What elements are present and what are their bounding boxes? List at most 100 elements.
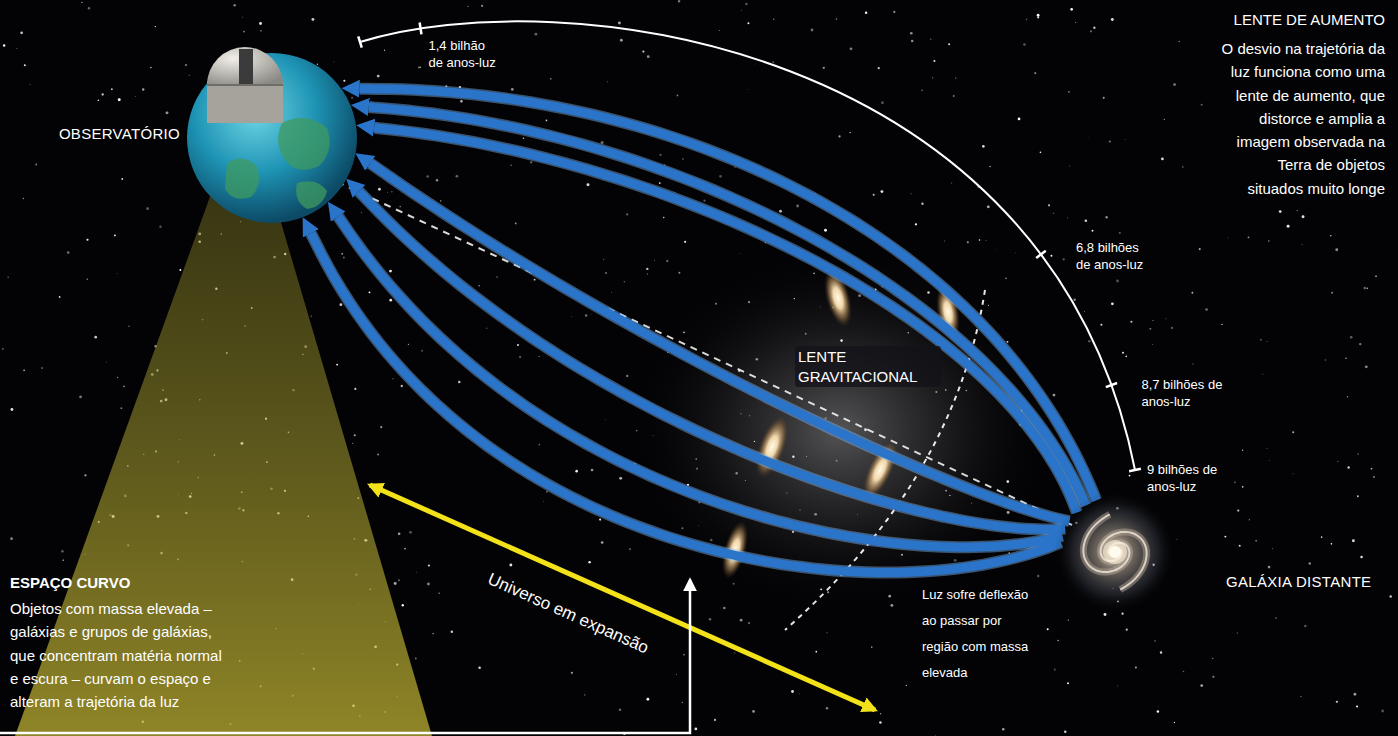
label-holder: LENTE GRAVITACIONAL (795, 346, 941, 387)
dome-base (207, 81, 283, 123)
star (1309, 562, 1312, 565)
star (517, 344, 519, 346)
star (20, 31, 23, 34)
star (509, 564, 512, 567)
star (24, 64, 26, 66)
label-holder: LENTE DE AUMENTO (1185, 10, 1385, 30)
distance-label: 6,8 bilhões de anos-luz (1076, 240, 1148, 274)
star (933, 60, 935, 62)
label-holder: O desvio na trajetória da luz funciona c… (1221, 37, 1385, 200)
callout-heading: ESPAÇO CURVO (10, 573, 270, 593)
star (233, 4, 235, 6)
axis-label: Universo em expansão (484, 569, 651, 658)
star (426, 175, 429, 178)
star (1002, 728, 1005, 731)
star (601, 141, 604, 144)
star (1330, 235, 1331, 236)
star (982, 145, 985, 148)
star (1171, 327, 1173, 329)
star (3, 44, 5, 46)
star (1085, 219, 1088, 222)
star (647, 55, 650, 58)
star (979, 239, 980, 240)
star (571, 316, 573, 318)
star (63, 560, 64, 561)
star (185, 64, 187, 66)
star (1116, 280, 1119, 283)
star (86, 278, 88, 280)
callout-body: O desvio na trajetória da luz funciona c… (1221, 37, 1385, 200)
arrow-rim (338, 217, 1062, 548)
star (773, 18, 775, 20)
star (1070, 8, 1073, 11)
star (61, 550, 64, 553)
star (1182, 166, 1183, 167)
star (989, 166, 990, 167)
star (824, 229, 827, 232)
star (714, 719, 716, 721)
star (584, 694, 586, 696)
node-label: GALÁXIA DISTANTE (1226, 573, 1398, 590)
star (29, 84, 30, 85)
star (468, 6, 469, 7)
star (823, 67, 825, 69)
star (1100, 324, 1102, 326)
star (932, 77, 933, 78)
star (128, 326, 129, 327)
star (607, 81, 608, 82)
star (1260, 339, 1262, 341)
label-holder: Universo em expansão (568, 614, 742, 634)
star (511, 88, 514, 91)
star (339, 303, 342, 306)
label-holder: 8,7 bilhões de anos-luz (1141, 377, 1233, 411)
star (79, 395, 82, 398)
star (88, 7, 90, 9)
star (114, 235, 116, 237)
star (389, 299, 392, 302)
star (659, 182, 661, 184)
star (121, 178, 123, 180)
star (530, 161, 532, 163)
star (1157, 705, 1159, 707)
star (1337, 460, 1339, 462)
star (1191, 292, 1193, 294)
star (772, 61, 774, 63)
star (659, 154, 661, 156)
star (1063, 258, 1065, 260)
star (953, 95, 955, 97)
star (881, 101, 884, 104)
star (86, 239, 88, 241)
star (102, 93, 104, 95)
star (1054, 669, 1056, 671)
star (1173, 83, 1176, 86)
star (910, 193, 911, 194)
star (921, 203, 923, 205)
star (849, 132, 850, 133)
star (1037, 575, 1040, 578)
star (1248, 236, 1250, 238)
distant-galaxy-shape (1060, 497, 1170, 607)
star (1037, 14, 1040, 17)
star (1375, 276, 1376, 277)
star (873, 194, 875, 196)
star (1040, 152, 1042, 154)
star (1205, 308, 1208, 311)
star (1119, 232, 1121, 234)
pointer-line (0, 580, 690, 733)
star (478, 667, 481, 670)
star (678, 272, 680, 274)
star (748, 622, 750, 624)
continent (296, 181, 327, 209)
star (1335, 248, 1338, 251)
star (815, 651, 817, 653)
star (7, 276, 9, 278)
star (1201, 104, 1203, 106)
star (791, 690, 794, 693)
star (117, 377, 118, 378)
star (415, 658, 417, 660)
dome-top (207, 47, 283, 85)
distance-label: 8,7 bilhões de anos-luz (1141, 377, 1233, 411)
lens-label: LENTE GRAVITACIONAL (795, 346, 941, 387)
star (1015, 252, 1016, 253)
star (478, 285, 480, 287)
